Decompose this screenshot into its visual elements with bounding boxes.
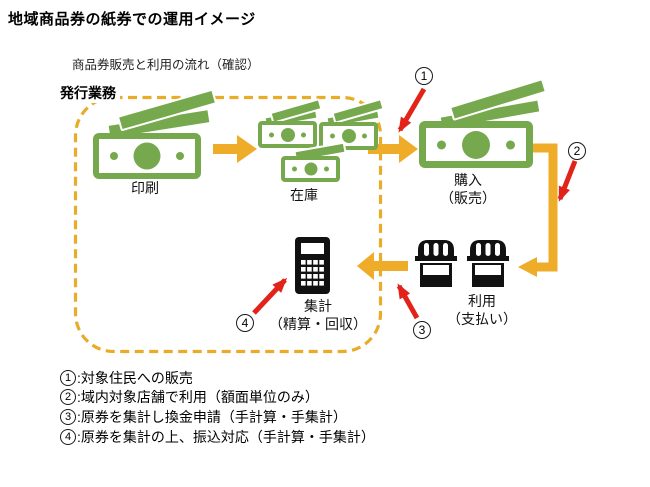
callout-3-arrow-icon: [396, 283, 420, 320]
callout-1-badge: 1: [415, 67, 433, 85]
callout-2-badge: 2: [568, 142, 586, 160]
footnote-line: 2:域内対象店舗で利用（額面単位のみ）: [60, 388, 375, 408]
purchase-node-label: 購入 （販売）: [440, 172, 496, 206]
banknote-icon: [419, 78, 548, 170]
store-icon: [415, 240, 457, 287]
store-icon: [467, 240, 509, 287]
flow-arrow-use-to-tally: [357, 252, 408, 280]
use-node-label: 利用 （支払い）: [447, 293, 517, 327]
calculator-icon: [295, 237, 330, 294]
footnote-line: 4:原券を集計の上、振込対応（手計算・手集計）: [60, 427, 375, 447]
print-node-label: 印刷: [131, 180, 159, 196]
footnotes: 1:対象住民への販売 2:域内対象店舗で利用（額面単位のみ） 3:原券を集計し換…: [60, 368, 375, 446]
callout-2-arrow-icon: [557, 160, 578, 202]
stock-node-label: 在庫: [290, 187, 318, 203]
callout-3-badge: 3: [413, 321, 431, 339]
footnote-line: 1:対象住民への販売: [60, 368, 375, 388]
page-subtitle: 商品券販売と利用の流れ（確認）: [72, 58, 260, 72]
banknote-stack-icon: [256, 98, 386, 187]
flow-arrowhead-purchase-to-use: [518, 257, 537, 277]
footnote-line: 3:原券を集計し換金申請（手計算・手集計）: [60, 407, 375, 427]
callout-4-badge: 4: [236, 314, 254, 332]
banknote-icon: [93, 88, 218, 187]
issuing-box-label: 発行業務: [56, 84, 120, 103]
page-title: 地域商品券の紙券での運用イメージ: [8, 11, 256, 28]
tally-node-label: 集計 （精算・回収）: [269, 298, 367, 332]
flow-arrow-print-to-stock: [213, 135, 257, 163]
